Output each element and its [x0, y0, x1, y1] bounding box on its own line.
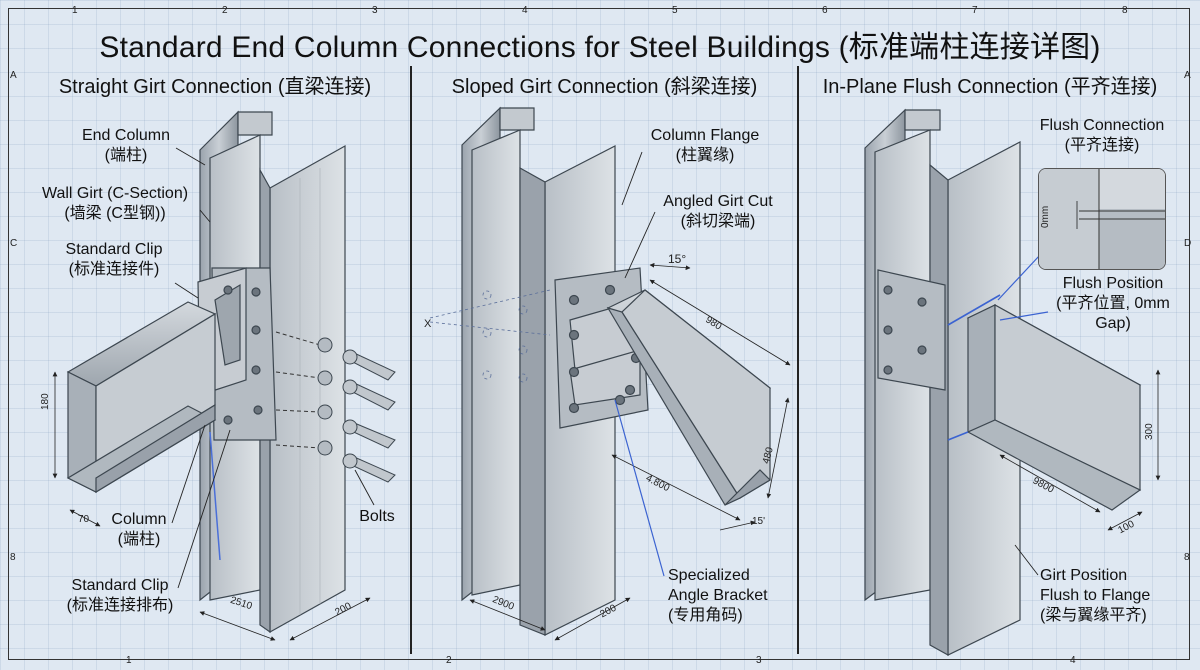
grid-ref-top-4: 4	[522, 5, 528, 16]
label-flush-connection: Flush Connection(平齐连接)	[1039, 117, 1165, 154]
grid-ref-top-1: 1	[72, 5, 78, 16]
grid-ref-right-8: 8	[1184, 552, 1190, 563]
dim-p1-flange: 70	[78, 514, 90, 525]
panel-divider-1	[410, 66, 412, 654]
grid-ref-top-5: 5	[672, 5, 678, 16]
label-standard-clip-bottom: Standard Clip(标准连接排布)	[66, 577, 174, 614]
panel-3-title: In-Plane Flush Connection (平齐连接)	[822, 76, 1158, 98]
grid-ref-top-3: 3	[372, 5, 378, 16]
grid-ref-bottom-3: 3	[756, 655, 762, 666]
panel-1-clip-plate	[197, 267, 277, 441]
grid-ref-bottom-2: 2	[446, 655, 452, 666]
grid-ref-left-8: 8	[10, 552, 16, 563]
label-wall-girt: Wall Girt (C-Section)(墙梁 (C型钢))	[41, 185, 189, 222]
panel-divider-2	[797, 66, 799, 654]
panel-1-leaders	[171, 147, 375, 589]
panel-1-girt	[66, 301, 217, 494]
grid-ref-top-2: 2	[222, 5, 228, 16]
dim-p2-angle-bottom: 15'	[752, 516, 766, 527]
label-column: Column(端柱)	[111, 511, 167, 548]
panel-3-flush-lines	[947, 294, 1001, 441]
grid-ref-top-6: 6	[822, 5, 828, 16]
dim-gap: 0mm	[1040, 205, 1051, 228]
panel-2-ghost	[429, 289, 551, 383]
panel-2-title: Sloped Girt Connection (斜梁连接)	[451, 76, 758, 98]
grid-ref-left-a: A	[10, 70, 17, 81]
panel-2-leaders	[614, 151, 665, 577]
grid-ref-left-c: C	[10, 238, 18, 249]
panel-2-column	[461, 106, 616, 636]
grid-ref-top-7: 7	[972, 5, 978, 16]
label-angled-girt-cut: Angled Girt Cut(斜切梁端)	[663, 193, 773, 230]
label-bolts: Bolts	[359, 508, 395, 525]
grid-ref-top-8: 8	[1122, 5, 1128, 16]
dim-p3-height: 300	[1144, 423, 1155, 440]
label-end-column: End Column(端柱)	[81, 127, 171, 164]
sheet-border	[8, 8, 1190, 660]
panel-3-dimensions	[999, 369, 1161, 531]
panel-1-dimensions	[52, 371, 371, 641]
grid-ref-right-a: A	[1184, 70, 1191, 81]
dim-p1-height: 180	[40, 393, 51, 410]
panel-3-clip	[877, 269, 946, 391]
grid-ref-bottom-4: 4	[1070, 655, 1076, 666]
panel-1-title: Straight Girt Connection (直梁连接)	[58, 76, 372, 98]
sheet-title: Standard End Column Connections for Stee…	[99, 31, 1101, 64]
panel-3-leaders	[997, 254, 1049, 576]
label-column-flange: Column Flange(柱翼缘)	[650, 127, 760, 164]
flush-detail-inset	[1038, 168, 1166, 270]
grid-ref-right-d: D	[1184, 238, 1192, 249]
dim-p2-axis: X	[424, 318, 432, 330]
grid-ref-bottom-1: 1	[126, 655, 132, 666]
panel-1-bolts	[275, 331, 396, 483]
dim-p2-angle-top: 15°	[668, 252, 687, 266]
label-standard-clip: Standard Clip(标准连接件)	[65, 241, 163, 278]
